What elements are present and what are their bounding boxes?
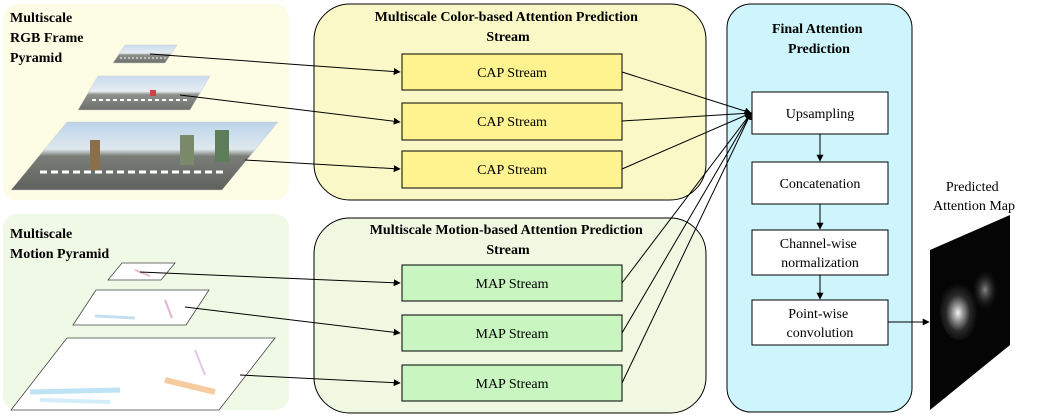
arrow-cap1-to-upsampling	[621, 71, 752, 115]
arrow-rgb-small-to-cap	[149, 53, 401, 76]
final-group-title: Final Attention Prediction	[772, 22, 866, 57]
motion-frame-small	[107, 262, 176, 281]
motion-pyramid-title: Multiscale Motion Pyramid	[10, 227, 109, 262]
rgb-pyramid-title: Multiscale RGB Frame Pyramid	[10, 11, 87, 66]
rgb-title-line: Pyramid	[10, 51, 62, 66]
arrow-cap2-to-upsampling	[621, 109, 752, 122]
cap-stream-label: CAP Stream	[477, 163, 547, 178]
arrow-cap3-to-upsampling	[621, 112, 752, 170]
map-stream-2: MAP Stream	[401, 314, 623, 352]
step-label-line: Channel-wise	[780, 237, 857, 252]
map-stream-label: MAP Stream	[476, 377, 549, 392]
step-label: Channel-wise normalization	[780, 237, 860, 271]
rgb-title-line: Multiscale	[10, 11, 72, 26]
motion-frame-medium	[72, 289, 210, 326]
cap-stream-label: CAP Stream	[477, 115, 547, 130]
rgb-frame-large	[10, 121, 279, 191]
output-title-line: Predicted	[946, 180, 999, 195]
arrow-map3-to-upsampling	[621, 112, 752, 384]
output-title: Predicted Attention Map	[933, 180, 1015, 214]
map-title-line: Stream	[486, 243, 530, 258]
cap-stream-label: CAP Stream	[477, 66, 547, 81]
cap-stream-2: CAP Stream	[401, 102, 623, 141]
arrow-rgb-large-to-cap	[244, 159, 401, 173]
final-title-line: Final Attention	[772, 22, 863, 37]
step-upsampling: Upsampling	[751, 91, 889, 135]
map-stream-label: MAP Stream	[476, 277, 549, 292]
cap-stream-3: CAP Stream	[401, 150, 623, 189]
step-label-line: convolution	[787, 326, 854, 341]
map-stream-label: MAP Stream	[476, 327, 549, 342]
step-label: Point-wise convolution	[787, 307, 854, 341]
map-stream-3: MAP Stream	[401, 364, 623, 402]
map-group-title: Multiscale Motion-based Attention Predic…	[370, 223, 647, 258]
motion-title-line: Motion Pyramid	[10, 247, 109, 262]
step-label-line: normalization	[781, 256, 859, 271]
step-label: Upsampling	[786, 107, 854, 122]
map-title-line: Multiscale Motion-based Attention Predic…	[370, 223, 643, 238]
step-channel-normalization: Channel-wise normalization	[751, 229, 889, 276]
motion-title-line: Multiscale	[10, 227, 72, 242]
arrow-map1-to-upsampling	[621, 112, 752, 284]
rgb-frame-small	[112, 44, 178, 64]
connector-arrows	[139, 53, 930, 387]
cap-stream-1: CAP Stream	[401, 53, 623, 91]
cap-group-title: Multiscale Color-based Attention Predict…	[375, 10, 642, 45]
cap-title-line: Stream	[486, 30, 530, 45]
arrow-map2-to-upsampling	[621, 112, 752, 334]
arrow-motion-small-to-map	[139, 271, 401, 287]
arrow-rgb-medium-to-cap	[179, 94, 401, 125]
final-title-line: Prediction	[788, 42, 850, 57]
predicted-attention-map	[930, 215, 1010, 410]
rgb-frame-medium	[77, 75, 211, 111]
step-label: Concatenation	[780, 177, 861, 192]
arrow-motion-large-to-map	[239, 374, 401, 387]
step-pointwise-convolution: Point-wise convolution	[751, 299, 889, 346]
step-label-line: Point-wise	[788, 307, 848, 322]
rgb-title-line: RGB Frame	[10, 31, 83, 46]
step-concatenation: Concatenation	[751, 161, 889, 205]
motion-frame-large	[10, 337, 276, 411]
output-title-line: Attention Map	[933, 199, 1015, 214]
map-stream-1: MAP Stream	[401, 264, 623, 302]
arrow-motion-medium-to-map	[184, 306, 401, 336]
cap-title-line: Multiscale Color-based Attention Predict…	[375, 10, 638, 25]
